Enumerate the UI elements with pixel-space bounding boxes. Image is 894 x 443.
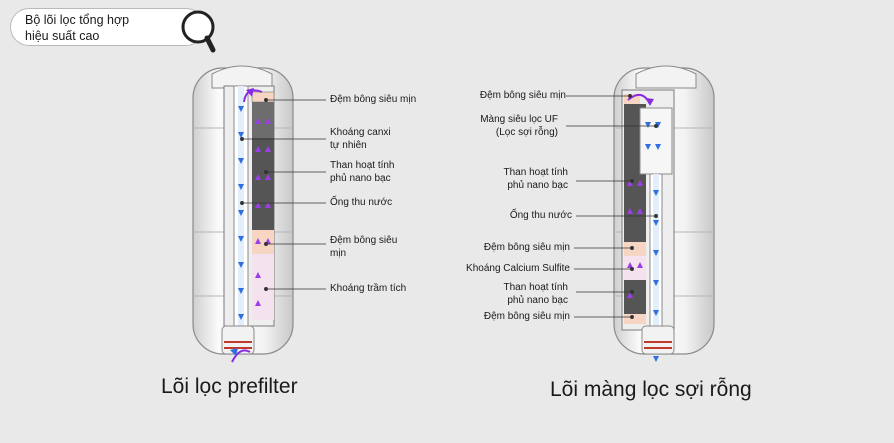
label-uf-carbon-1: Than hoạt tính: [503, 167, 569, 178]
callout-text: Bộ lõi lọc tổng hợp hiệu suất cao: [25, 12, 129, 44]
prefilter-cotton-mid: [252, 230, 274, 254]
uf-top-cap: [635, 65, 697, 89]
label-cotton-pad-mid-1: Đệm bông siêu: [330, 235, 398, 246]
label-uf-calcium-sulfite: Khoáng Calcium Sulfite: [466, 263, 570, 274]
label-activated-carbon-1: Than hoạt tính: [330, 160, 395, 171]
uf-cartridge: [566, 65, 715, 362]
magnifier-icon: [181, 10, 216, 53]
label-uf-cotton-top: Đệm bông siêu mịn: [479, 90, 566, 101]
uf-cotton-bottom: [624, 314, 646, 324]
label-calcium-mineral-2: tự nhiên: [330, 140, 367, 151]
label-sediment-mineral: Khoáng trầm tích: [330, 283, 407, 294]
uf-calcium-sulfite: [624, 256, 646, 280]
uf-cotton-top: [624, 94, 640, 104]
label-uf-collection-tube: Ống thu nước: [509, 210, 572, 221]
prefilter-sediment-layer: [252, 254, 274, 320]
label-calcium-mineral-1: Khoáng canxi: [330, 127, 391, 138]
label-collection-tube: Ống thu nước: [330, 197, 393, 208]
callout-bubble: Bộ lõi lọc tổng hợp hiệu suất cao: [10, 8, 205, 46]
label-cotton-pad: Đệm bông siêu mịn: [330, 94, 417, 105]
label-uf-carbon-2: phủ nano bạc: [507, 180, 568, 191]
callout-line-2: hiệu suất cao: [25, 29, 100, 43]
prefilter-top-cap: [211, 65, 273, 89]
uf-carbon-lower: [624, 280, 646, 314]
prefilter-bottom-fitting: [221, 325, 255, 355]
prefilter-title: Lõi lọc prefilter: [161, 375, 298, 398]
label-uf-cotton-mid: Đệm bông siêu mịn: [483, 242, 570, 253]
label-activated-carbon-2: phủ nano bạc: [330, 173, 391, 184]
label-uf-cotton-bottom: Đệm bông siêu mịn: [483, 311, 570, 322]
prefilter-cartridge: [192, 65, 326, 363]
uf-title: Lõi màng lọc sợi rỗng: [550, 378, 752, 401]
label-uf-carbon-lower-1: Than hoạt tính: [503, 282, 569, 293]
prefilter-cotton-top: [251, 91, 275, 103]
label-cotton-pad-mid-2: mịn: [330, 248, 347, 259]
label-uf-membrane-1: Màng siêu lọc UF: [480, 114, 558, 125]
uf-membrane: [639, 107, 673, 175]
label-uf-membrane-2: (Lọc sợi rỗng): [495, 127, 558, 138]
callout-line-1: Bộ lõi lọc tổng hợp: [25, 13, 130, 27]
uf-bottom-fitting: [641, 325, 675, 355]
label-uf-carbon-lower-2: phủ nano bạc: [507, 295, 568, 306]
uf-cotton-mid: [624, 242, 646, 256]
prefilter-calcium-layer: [252, 102, 274, 138]
